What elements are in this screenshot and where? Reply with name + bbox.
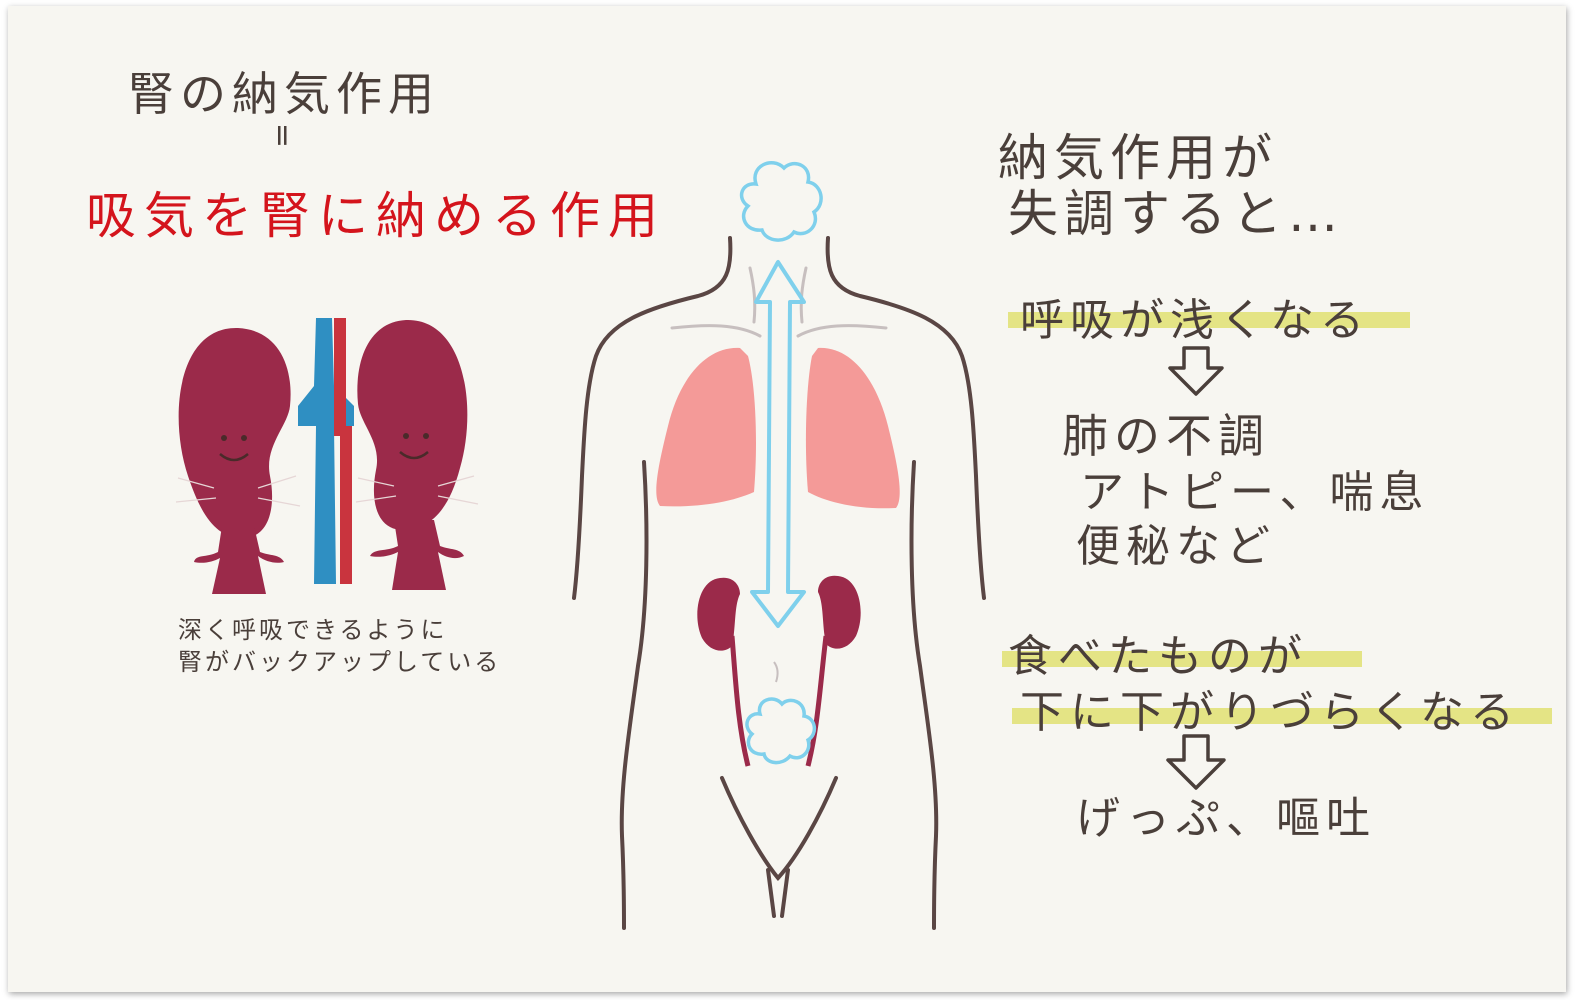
upper-air-cloud bbox=[739, 161, 823, 242]
left-kidney bbox=[175, 327, 301, 594]
result-1-line-1: 肺の不調 bbox=[1062, 409, 1270, 463]
result-1-line-2: アトピー、喘息 bbox=[1080, 467, 1430, 518]
title-line-1: 腎の納気作用 bbox=[128, 67, 440, 121]
down-arrow-1 bbox=[1168, 346, 1224, 396]
body-right-kidney bbox=[818, 575, 861, 649]
right-kidney bbox=[355, 319, 479, 590]
left-ureter bbox=[729, 635, 751, 767]
result-2: げっぷ、嘔吐 bbox=[1076, 793, 1376, 844]
down-arrow-2 bbox=[1166, 734, 1226, 790]
effect-1: 呼吸が浅くなる bbox=[1020, 295, 1370, 346]
equals-sign: = bbox=[265, 122, 301, 149]
breath-arrow bbox=[750, 260, 806, 628]
right-heading-line-2: 失調すると… bbox=[1008, 185, 1344, 243]
effect-2-line-1: 食べたものが bbox=[1008, 631, 1308, 682]
body-left-kidney bbox=[697, 577, 740, 651]
highlight-effect-2-line-1 bbox=[1002, 651, 1362, 667]
vena-cava bbox=[298, 318, 354, 584]
body-outline bbox=[572, 236, 986, 930]
right-heading-line-1: 納気作用が bbox=[998, 129, 1278, 187]
aorta bbox=[334, 318, 352, 584]
result-1-line-3: 便秘など bbox=[1076, 521, 1276, 572]
right-ureter bbox=[805, 635, 829, 767]
highlight-effect-1 bbox=[1008, 312, 1410, 328]
body-illustration bbox=[572, 161, 986, 930]
diagram-canvas: 腎の納気作用 = 吸気を腎に納める作用 深く呼吸できるように 腎がバックアップし… bbox=[8, 6, 1566, 992]
title-line-2: 吸気を腎に納める作用 bbox=[86, 187, 666, 245]
navel bbox=[773, 661, 779, 683]
highlight-effect-2-line-2 bbox=[1012, 708, 1552, 724]
effect-2-line-2: 下に下がりづらくなる bbox=[1020, 687, 1520, 738]
right-lung bbox=[805, 347, 900, 509]
lower-air-cloud bbox=[745, 697, 817, 765]
kidney-caption-line-2: 腎がバックアップしている bbox=[178, 648, 502, 676]
diagram-illustration bbox=[175, 161, 1226, 930]
left-lung bbox=[656, 347, 756, 507]
kidney-illustration bbox=[175, 318, 479, 594]
kidney-caption-line-1: 深く呼吸できるように bbox=[178, 616, 448, 644]
